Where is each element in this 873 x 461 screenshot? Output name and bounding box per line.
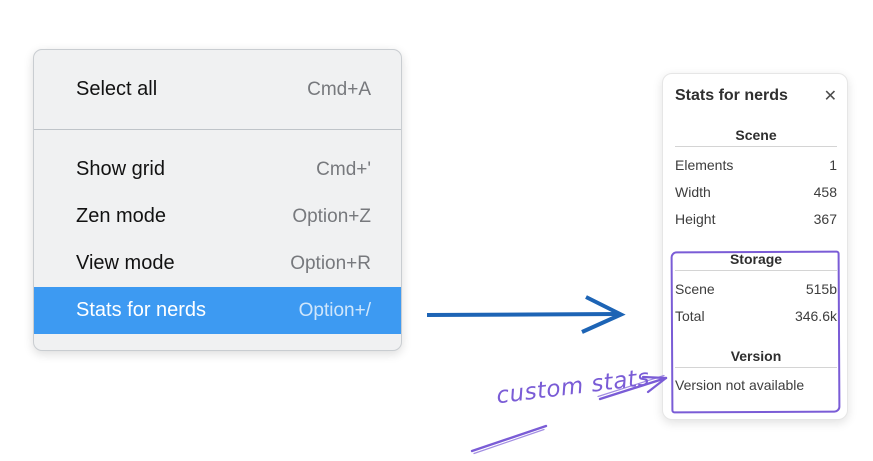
context-menu: Select all Cmd+A Show grid Cmd+' Zen mod… — [33, 49, 402, 351]
stats-panel: Stats for nerds ✕ Scene Elements 1 Width… — [662, 73, 848, 420]
shortcut-label: Cmd+' — [316, 158, 371, 180]
menu-item-label: Stats for nerds — [76, 299, 207, 321]
menu-item-view-mode[interactable]: View mode Option+R — [34, 240, 401, 287]
section-heading-version: Version — [730, 348, 782, 364]
menu-item-label: Select all — [76, 78, 158, 100]
menu-item-zen-mode[interactable]: Zen mode Option+Z — [34, 193, 401, 240]
section-heading-scene: Scene — [735, 127, 777, 143]
stat-value: 367 — [813, 210, 837, 227]
menu-item-select-all[interactable]: Select all Cmd+A — [34, 66, 401, 113]
stat-value: 346.6k — [794, 307, 837, 324]
stat-row-total-size: Total 346.6k — [675, 302, 837, 329]
section-storage: Storage Scene 515b Total 346.6k — [675, 250, 837, 329]
stat-label: Height — [675, 210, 716, 227]
shortcut-label: Option+Z — [292, 205, 371, 227]
menu-item-label: Show grid — [76, 158, 165, 180]
shortcut-label: Cmd+A — [307, 78, 371, 100]
stat-row-width: Width 458 — [675, 178, 837, 205]
menu-item-label: View mode — [76, 252, 175, 274]
section-version: Version Version not available — [675, 347, 837, 398]
stat-value: 1 — [829, 156, 837, 173]
stat-label: Total — [675, 307, 705, 324]
menu-group-top: Select all Cmd+A — [34, 50, 401, 129]
annotation-arrow — [470, 374, 668, 455]
stat-row-elements: Elements 1 — [675, 151, 837, 178]
menu-divider — [34, 129, 401, 130]
menu-item-stats-for-nerds[interactable]: Stats for nerds Option+/ — [34, 287, 401, 334]
annotation-label: custom stats — [494, 364, 652, 410]
version-note: Version not available — [675, 377, 805, 393]
stat-label: Elements — [675, 156, 734, 173]
section-divider — [675, 146, 837, 147]
stat-row-height: Height 367 — [675, 205, 837, 232]
menu-item-show-grid[interactable]: Show grid Cmd+' — [34, 146, 401, 193]
section-heading-storage: Storage — [729, 251, 783, 267]
stat-label: Scene — [675, 280, 715, 297]
stat-label: Width — [675, 183, 711, 200]
shortcut-label: Option+/ — [298, 299, 371, 321]
close-icon[interactable]: ✕ — [823, 86, 837, 105]
pointer-arrow — [426, 295, 626, 334]
section-scene: Scene Elements 1 Width 458 Height 367 — [675, 126, 837, 232]
section-divider — [675, 270, 837, 271]
menu-group-view: Show grid Cmd+' Zen mode Option+Z View m… — [34, 130, 401, 350]
stats-panel-header: Stats for nerds ✕ — [675, 86, 837, 106]
stat-value: 515b — [805, 280, 837, 297]
section-divider — [675, 367, 837, 368]
menu-item-label: Zen mode — [76, 205, 167, 227]
stat-row-scene-size: Scene 515b — [675, 275, 837, 302]
stats-panel-title: Stats for nerds — [675, 87, 788, 104]
shortcut-label: Option+R — [290, 252, 371, 274]
stat-value: 458 — [813, 183, 837, 200]
